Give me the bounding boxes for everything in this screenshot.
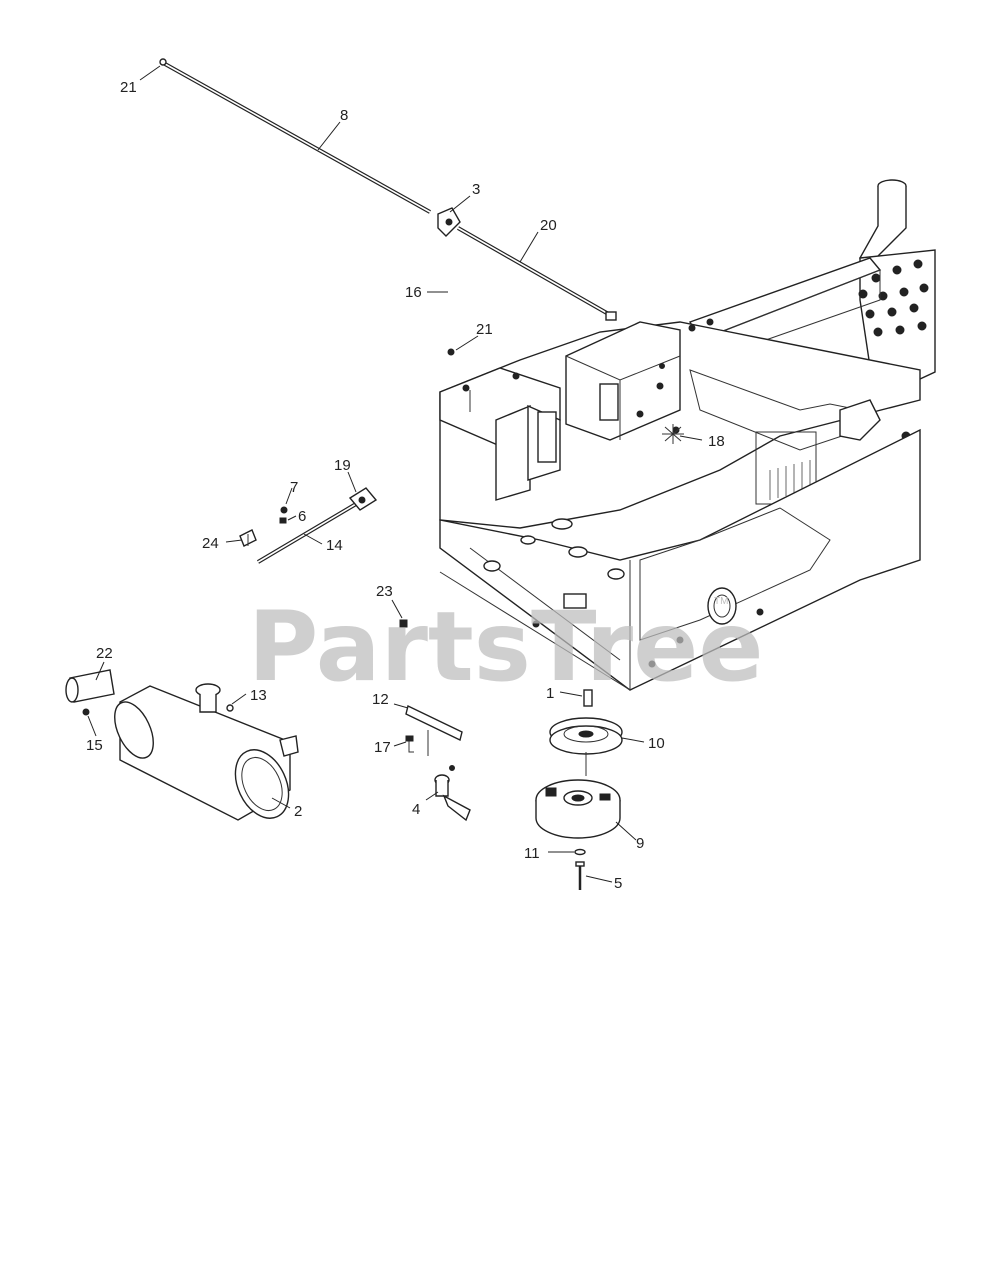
callout-8: 8	[340, 107, 348, 124]
callout-18: 18	[708, 433, 725, 450]
bolt-17[interactable]	[405, 730, 429, 756]
callout-4: 4	[412, 801, 420, 818]
muffler-2[interactable]	[107, 685, 299, 827]
washer-11[interactable]	[574, 848, 586, 856]
callout-15: 15	[86, 737, 103, 754]
callout-22: 22	[96, 645, 113, 662]
callout-13: 13	[250, 687, 267, 704]
callout-19: 19	[334, 457, 351, 474]
callout-12: 12	[372, 691, 389, 708]
callout-11: 11	[524, 845, 540, 862]
callout-9: 9	[636, 835, 644, 852]
callout-2: 2	[294, 803, 302, 820]
callout-24: 24	[202, 535, 219, 552]
partstree-watermark: PartsTree	[248, 591, 763, 703]
part-4[interactable]	[434, 765, 471, 822]
pin-21-lower[interactable]	[447, 348, 455, 356]
part-18[interactable]	[662, 424, 684, 444]
rod-14[interactable]	[256, 502, 358, 564]
clamp-15[interactable]	[82, 708, 90, 716]
clutch-9[interactable]	[535, 779, 621, 839]
watermark-trademark: TM	[714, 596, 728, 607]
callout-20: 20	[540, 217, 557, 234]
callout-23: 23	[376, 583, 393, 600]
leader-lines	[87, 65, 703, 883]
callout-labels: 21 8 3 20 16 21 18 19 7 6 24 14 23 22 13…	[86, 79, 725, 892]
callout-16: 16	[405, 284, 422, 301]
callout-10: 10	[648, 735, 665, 752]
nut-23[interactable]	[399, 619, 408, 628]
callout-3: 3	[472, 181, 480, 198]
bolt-5[interactable]	[575, 861, 585, 890]
callout-7: 7	[290, 479, 298, 496]
key-1[interactable]	[583, 689, 593, 707]
mower-frame[interactable]	[439, 179, 936, 691]
gasket-13[interactable]	[195, 683, 234, 713]
pulley-10[interactable]	[549, 717, 623, 776]
pipe-22[interactable]	[65, 669, 115, 703]
clip-24[interactable]	[239, 529, 257, 547]
callout-6: 6	[298, 508, 306, 525]
fitting-19[interactable]	[348, 487, 378, 511]
bracket-3[interactable]	[437, 207, 461, 237]
callout-14: 14	[326, 537, 343, 554]
bracket-12[interactable]	[405, 704, 463, 742]
part-7[interactable]	[280, 506, 288, 514]
rod-20[interactable]	[457, 226, 617, 321]
callout-5: 5	[614, 875, 622, 892]
callout-21-top: 21	[120, 79, 137, 96]
rod-8[interactable]	[159, 58, 431, 214]
callout-1: 1	[546, 685, 554, 702]
callout-17: 17	[374, 739, 391, 756]
callout-21-lower: 21	[476, 321, 493, 338]
part-6[interactable]	[279, 517, 287, 524]
